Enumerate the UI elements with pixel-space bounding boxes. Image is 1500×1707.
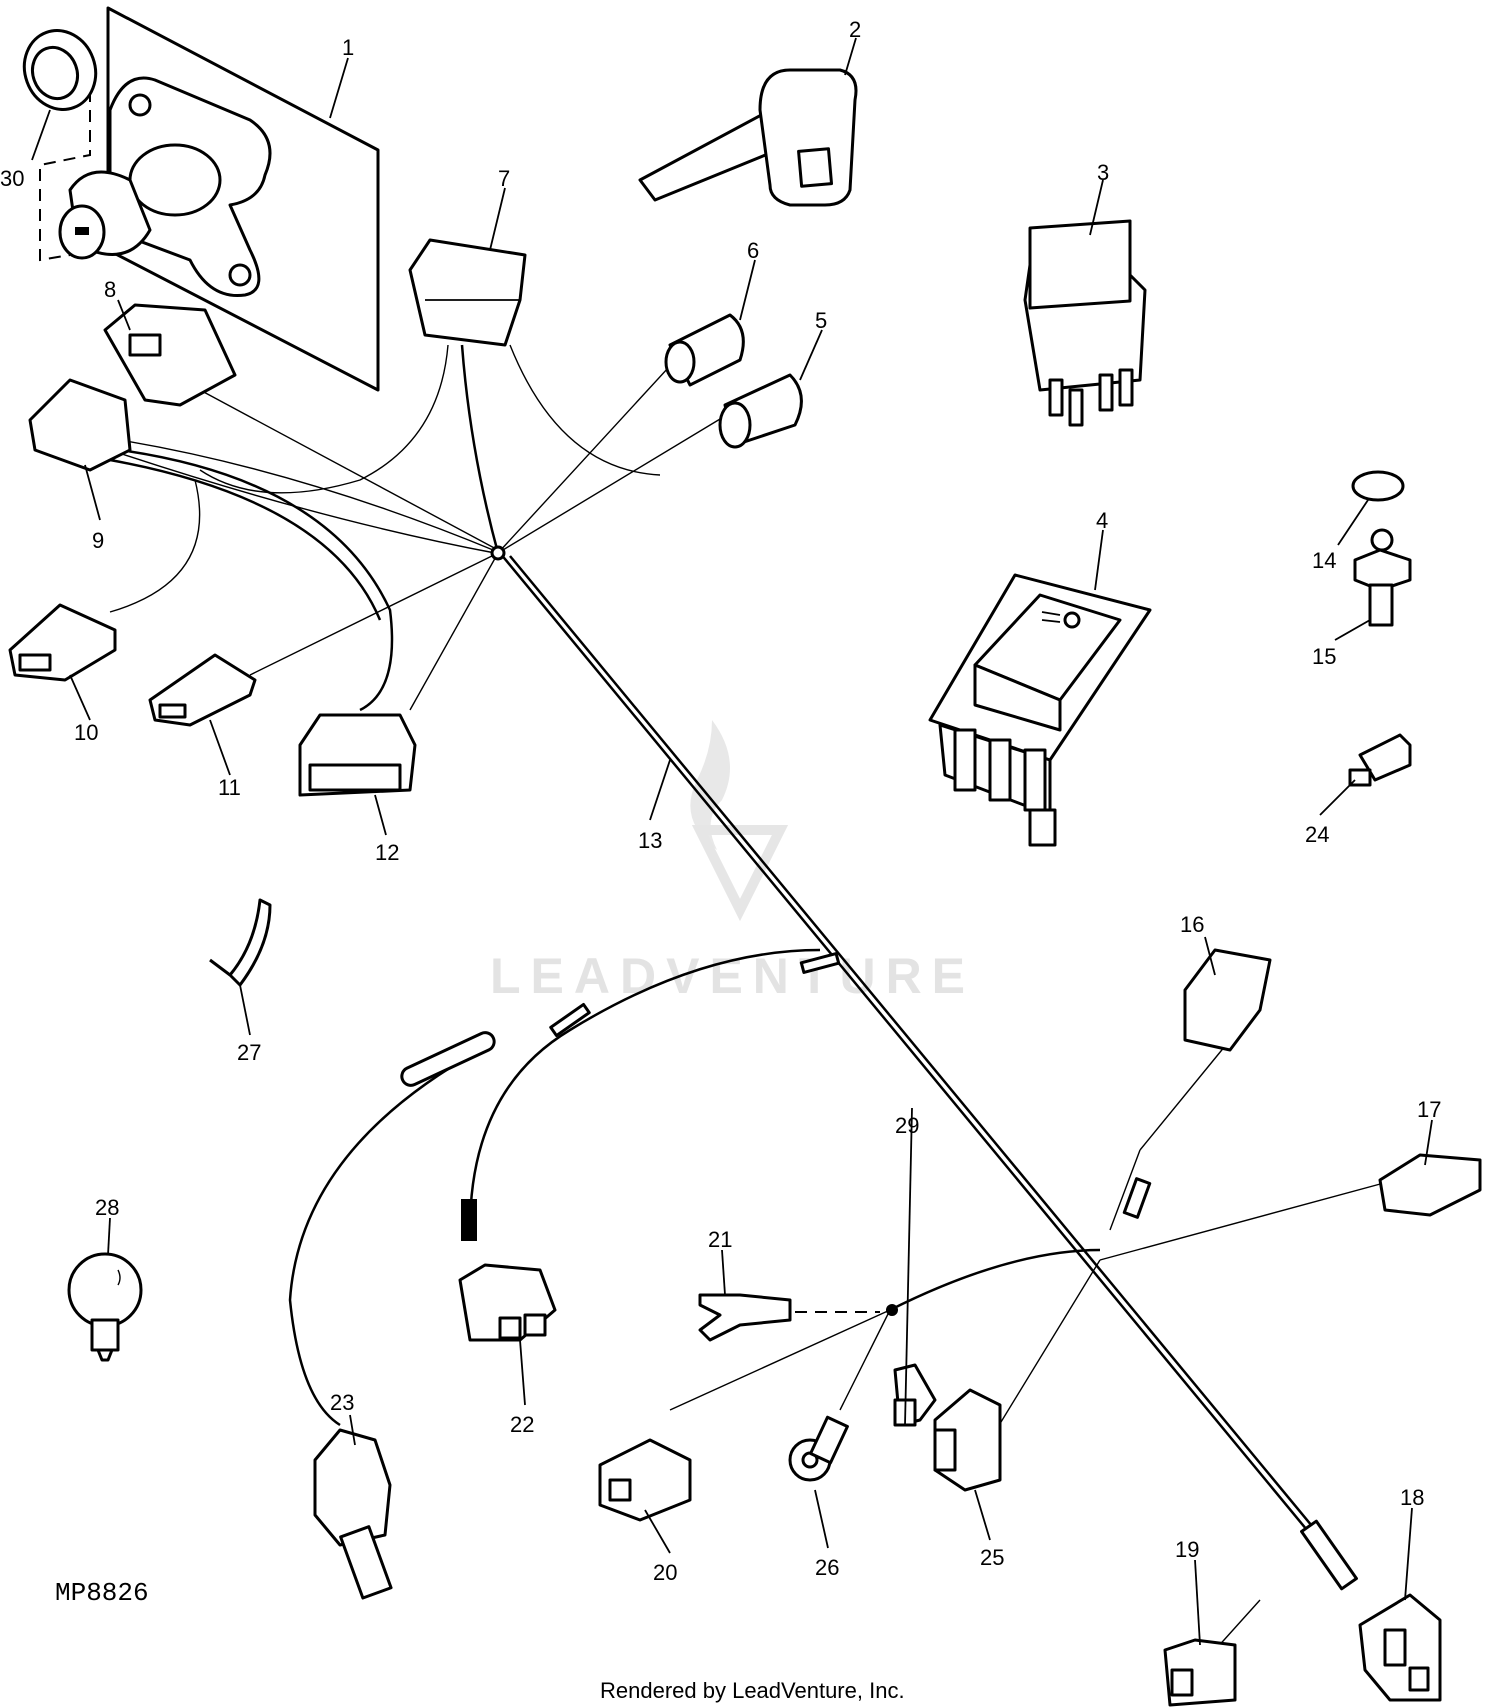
part-21-spade-terminal — [698, 1293, 792, 1342]
callout-1: 1 — [342, 35, 354, 60]
callout-9: 9 — [92, 528, 104, 553]
callout-30: 30 — [0, 166, 24, 191]
part-3-ignition-switch — [1023, 219, 1147, 427]
drawing-code: MP8826 — [55, 1578, 149, 1608]
callout-21: 21 — [708, 1227, 732, 1252]
callout-29: 29 — [895, 1113, 919, 1138]
part-8-connector — [103, 303, 237, 407]
part-26-ring-terminal — [788, 1415, 849, 1482]
callout-labels: 1 2 3 4 5 6 7 8 9 10 11 12 13 14 15 16 1… — [0, 17, 1441, 1585]
part-7-connector — [408, 238, 527, 347]
watermark: LEADVENTURE — [490, 720, 975, 1004]
part-16-connector — [1183, 948, 1272, 1052]
part-24-screw — [1348, 733, 1412, 787]
part-2-key-icon — [638, 68, 858, 207]
part-5-cap — [718, 373, 803, 449]
callout-4: 4 — [1096, 508, 1108, 533]
harness-wires — [109, 344, 1396, 1651]
callout-3: 3 — [1097, 160, 1109, 185]
part-22-connector — [458, 1263, 557, 1342]
callout-2: 2 — [849, 17, 861, 42]
callout-5: 5 — [815, 308, 827, 333]
watermark-text: LEADVENTURE — [490, 948, 975, 1004]
callout-13: 13 — [638, 828, 662, 853]
callout-11: 11 — [218, 775, 241, 800]
part-11-terminal — [148, 653, 257, 727]
part-18-connector — [1358, 1593, 1442, 1702]
part-17-connector — [1378, 1153, 1482, 1217]
callout-25: 25 — [980, 1545, 1004, 1570]
part-23-connector — [313, 1428, 393, 1600]
callout-17: 17 — [1417, 1097, 1441, 1122]
part-15-screw — [1353, 528, 1412, 627]
callout-28: 28 — [95, 1195, 119, 1220]
callout-24: 24 — [1305, 822, 1329, 847]
leader-lines — [31, 37, 1433, 1646]
part-1-key-switch-panel — [39, 6, 380, 392]
callout-8: 8 — [104, 277, 116, 302]
callout-19: 19 — [1175, 1537, 1199, 1562]
callout-16: 16 — [1180, 912, 1204, 937]
part-27-clip — [209, 898, 272, 987]
callout-18: 18 — [1400, 1485, 1424, 1510]
callout-12: 12 — [375, 840, 399, 865]
part-12-multi-pin-connector — [298, 713, 417, 797]
callout-15: 15 — [1312, 644, 1336, 669]
footer-credit: Rendered by LeadVenture, Inc. — [600, 1678, 905, 1703]
part-19-connector — [1163, 1638, 1237, 1707]
callout-14: 14 — [1312, 548, 1336, 573]
part-30-nut — [22, 29, 98, 111]
callout-22: 22 — [510, 1412, 534, 1437]
part-14-washer — [1351, 470, 1405, 502]
part-28-bulb — [67, 1252, 143, 1362]
callout-7: 7 — [498, 166, 510, 191]
callout-26: 26 — [815, 1555, 839, 1580]
part-4-light-switch — [928, 573, 1152, 847]
part-9-connector — [28, 378, 132, 472]
part-29-fuse-holder — [893, 1363, 937, 1427]
part-25-connector — [933, 1388, 1002, 1492]
part-20-connector — [598, 1438, 692, 1522]
callout-23: 23 — [330, 1390, 354, 1415]
part-10-terminal — [8, 603, 117, 682]
callout-6: 6 — [747, 238, 759, 263]
callout-10: 10 — [74, 720, 98, 745]
callout-20: 20 — [653, 1560, 677, 1585]
callout-27: 27 — [237, 1040, 261, 1065]
part-6-cap — [664, 313, 745, 387]
